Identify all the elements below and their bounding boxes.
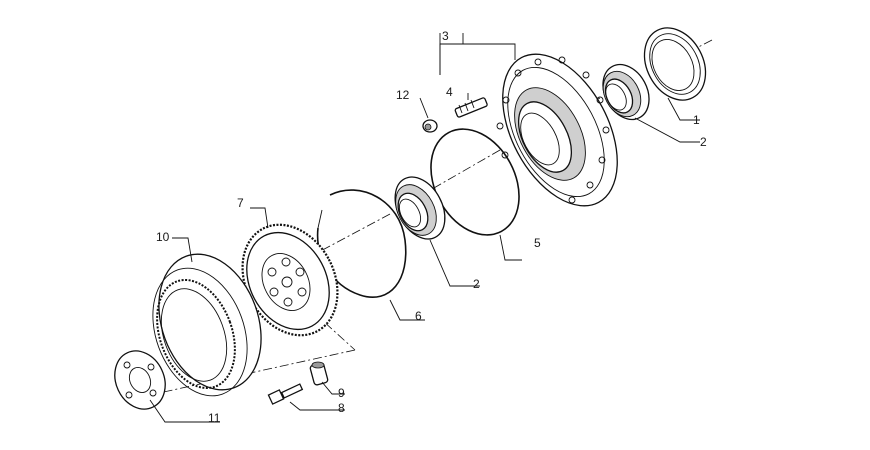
part-7-planet-carrier [241, 223, 339, 337]
callout-7: 7 [237, 196, 244, 210]
callout-11: 11 [208, 411, 221, 425]
part-3-wheel-hub [496, 53, 618, 207]
callout-1: 1 [693, 113, 700, 127]
callout-10: 10 [156, 230, 170, 244]
part-10-ring-gear [152, 253, 262, 397]
part-2-bearing-lower [394, 176, 446, 240]
part-11-thrust-washer [114, 350, 166, 410]
callout-2-lower: 2 [473, 277, 480, 291]
callout-5: 5 [534, 236, 541, 250]
part-2-bearing-upper [602, 63, 650, 121]
part-8-bolt [267, 383, 304, 405]
callout-8: 8 [338, 401, 345, 415]
callout-9: 9 [338, 386, 345, 400]
callout-6: 6 [415, 309, 422, 323]
hub-stud-holes [496, 56, 610, 204]
callout-2-upper: 2 [700, 135, 707, 149]
leader-lines [149, 33, 700, 423]
carrier-holes [267, 257, 307, 307]
callout-4: 4 [446, 85, 453, 99]
part-12-plug [422, 119, 438, 133]
part-9-pin [309, 361, 329, 386]
part-1-seal [643, 27, 707, 101]
part-4-stud-bolt [454, 97, 488, 118]
callouts: 1 2 3 4 5 2 6 7 8 9 10 11 12 [156, 29, 707, 425]
callout-3: 3 [442, 29, 449, 43]
callout-12: 12 [396, 88, 410, 102]
